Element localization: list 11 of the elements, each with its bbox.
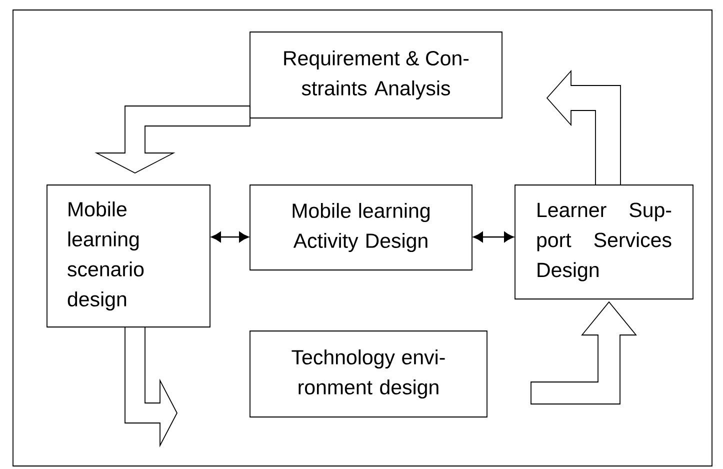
process-box: Learner Sup-port Services Design [514,184,694,300]
process-box: Mobile learning Activity Design [250,184,472,270]
block-arrow [94,106,250,174]
double-arrow [473,232,514,242]
block-arrow [124,326,178,448]
process-box: Technology envi-ronment design [250,330,488,418]
double-arrow [211,232,249,242]
block-arrow [546,70,621,186]
block-arrow [530,301,637,404]
process-box: Mobile learning scenario design [46,184,210,328]
process-box: Requirement & Con-straints Analysis [250,32,502,118]
